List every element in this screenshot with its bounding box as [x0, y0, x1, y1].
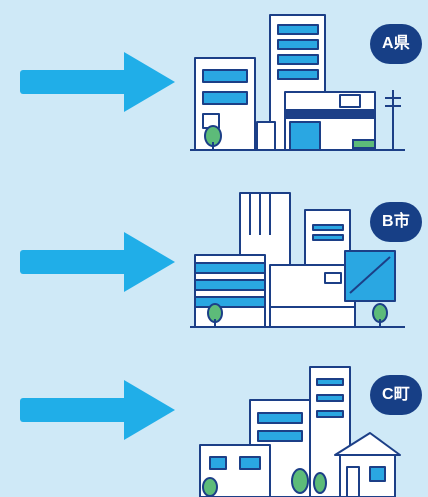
label-badge-town: C町 — [370, 375, 422, 415]
label-badge-prefecture: A県 — [370, 24, 422, 64]
right-arrow-icon — [20, 232, 175, 292]
row-prefecture: A県 — [0, 10, 428, 160]
city-buildings-icon — [190, 192, 405, 328]
right-arrow-icon — [20, 380, 175, 440]
label-badge-city: B市 — [370, 202, 422, 242]
right-arrow-icon — [20, 52, 175, 112]
prefecture-buildings-icon — [190, 14, 405, 151]
town-buildings-icon — [199, 366, 401, 497]
row-town: C町 — [0, 355, 428, 497]
row-city: B市 — [0, 190, 428, 340]
